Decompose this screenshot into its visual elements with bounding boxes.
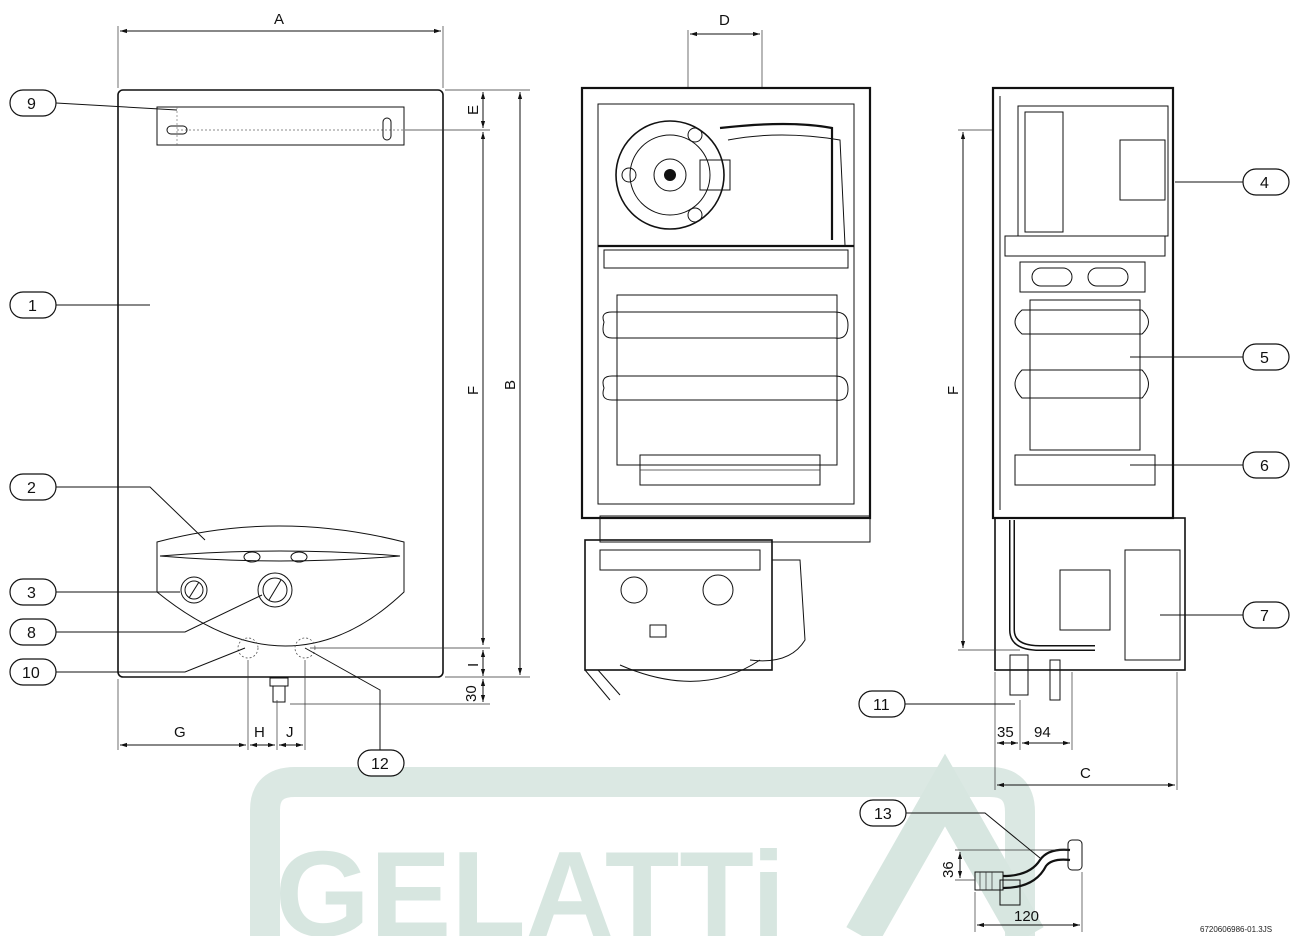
side-dimensions: F 35 94 C xyxy=(945,129,1178,790)
callouts: 9 1 2 3 8 10 12 4 5 6 7 11 13 xyxy=(9,89,1290,827)
watermark-text: GELATTi xyxy=(275,826,786,936)
leader-lines xyxy=(55,102,1243,859)
control-panel xyxy=(156,525,405,647)
dim-label-94: 94 xyxy=(1034,724,1051,741)
side-casing xyxy=(991,86,1175,520)
dim-label-e: E xyxy=(465,105,482,115)
watermark: GELATTi xyxy=(250,753,1044,936)
dim-label-j: J xyxy=(286,724,294,741)
fitting-detail: 36 120 xyxy=(940,839,1083,932)
dim-label-d: D xyxy=(719,12,730,29)
side-gas-block xyxy=(994,517,1186,671)
svg-text:1: 1 xyxy=(28,298,37,315)
dim-label-120: 120 xyxy=(1014,908,1039,925)
svg-text:13: 13 xyxy=(874,806,892,823)
front-dimensions: A B E F I 30 G H J xyxy=(117,11,530,750)
callout-1: 1 xyxy=(9,291,57,319)
dim-label-g: G xyxy=(174,724,186,741)
hanging-slot-right xyxy=(382,117,392,141)
svg-text:12: 12 xyxy=(371,756,389,773)
interior-view: D xyxy=(580,12,872,701)
svg-text:5: 5 xyxy=(1260,350,1269,367)
dim-label-h: H xyxy=(254,724,265,741)
front-view xyxy=(117,89,444,703)
dim-label-f-side: F xyxy=(945,386,962,395)
svg-text:3: 3 xyxy=(27,585,36,602)
callout-3: 3 xyxy=(9,578,57,606)
callout-6: 6 xyxy=(1242,451,1290,479)
svg-text:11: 11 xyxy=(873,697,890,714)
dim-label-b: B xyxy=(502,380,519,390)
knob-power xyxy=(180,576,208,604)
interior-frame xyxy=(580,86,872,520)
hanging-slot-left xyxy=(166,125,188,135)
callout-4: 4 xyxy=(1242,168,1290,196)
dim-label-35: 35 xyxy=(997,724,1014,741)
callout-2: 2 xyxy=(9,473,57,501)
fan-housing xyxy=(615,120,725,230)
callout-9: 9 xyxy=(9,89,57,117)
indicator-window-left xyxy=(243,551,261,563)
svg-text:2: 2 xyxy=(27,480,36,497)
indicator-window-right xyxy=(290,551,308,563)
svg-text:7: 7 xyxy=(1260,608,1269,625)
top-slot-panel xyxy=(156,106,405,146)
svg-text:4: 4 xyxy=(1260,175,1269,192)
callout-12: 12 xyxy=(357,749,405,777)
callout-13: 13 xyxy=(859,799,907,827)
side-view xyxy=(991,86,1186,701)
dim-label-36: 36 xyxy=(940,861,957,878)
dim-label-a: A xyxy=(274,11,284,28)
front-casing xyxy=(117,89,444,678)
dim-label-30: 30 xyxy=(463,685,480,702)
svg-text:8: 8 xyxy=(27,625,36,642)
svg-text:10: 10 xyxy=(22,665,40,682)
callout-10: 10 xyxy=(9,658,57,686)
callout-8: 8 xyxy=(9,618,57,646)
dim-label-f: F xyxy=(465,386,482,395)
dim-label-c: C xyxy=(1080,765,1091,782)
callout-5: 5 xyxy=(1242,343,1290,371)
reference-code: 6720606986-01.3JS xyxy=(1200,925,1272,934)
knob-temperature xyxy=(257,572,293,608)
callout-11: 11 xyxy=(858,690,906,718)
dim-label-i: I xyxy=(465,663,482,667)
svg-text:9: 9 xyxy=(27,96,36,113)
svg-text:6: 6 xyxy=(1260,458,1269,475)
callout-7: 7 xyxy=(1242,601,1290,629)
gas-valve-block xyxy=(584,539,773,671)
